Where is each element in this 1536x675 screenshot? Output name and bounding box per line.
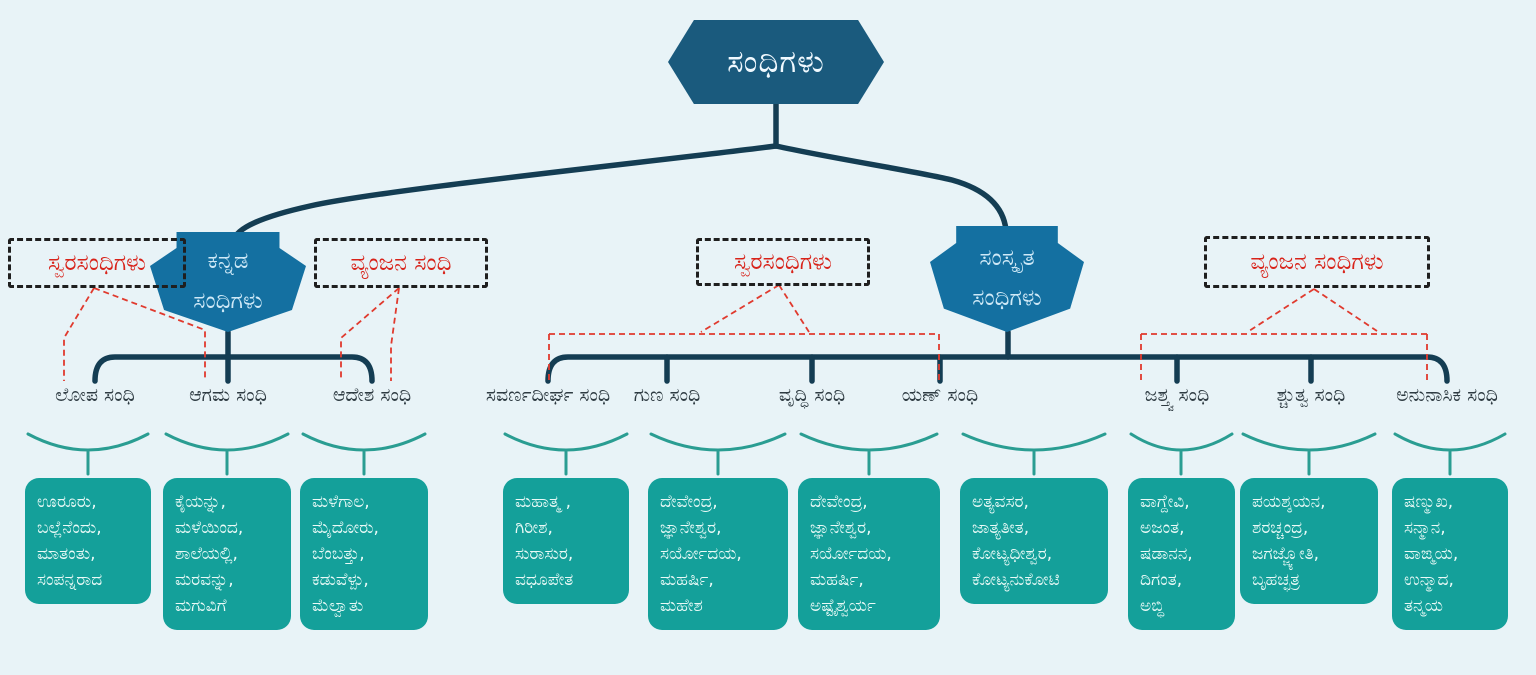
example-word-box: ಮಹಾತ್ಮ , ಗಿರೀಶ, ಸುರಾಸುರ, ವಧೂಪೇತ	[503, 478, 629, 604]
category-tag-svara-sanskrit: ಸ್ವರಸಂಧಿಗಳು	[696, 238, 870, 286]
brace-icon	[164, 432, 290, 476]
root-to-sanskrit-line	[773, 143, 1009, 233]
category-tag-vyanjana-sanskrit: ವ್ಯಂಜನ ಸಂಧಿಗಳು	[1204, 236, 1430, 288]
brace-icon	[26, 432, 150, 476]
vyanjana-kannada-dashed-link	[340, 287, 400, 381]
brace-icon	[649, 432, 787, 476]
sandhi-type-label: ಯಣ್ ಸಂಧಿ	[901, 384, 979, 406]
svara-kannada-dashed-link	[93, 287, 206, 381]
sanskrit-children-rail	[545, 354, 1450, 384]
branch-node-label-line: ಸಂಧಿಗಳು	[972, 285, 1042, 311]
sandhi-type-label: ಸವರ್ಣದೀರ್ಘ ಸಂಧಿ	[485, 384, 611, 406]
example-word-box: ದೇವೇಂದ್ರ, ಜ್ಞಾನೇಶ್ವರ, ಸರ್ಯೋದಯ, ಮಹರ್ಷಿ, ಅ…	[798, 478, 940, 630]
category-tag-label: ಸ್ವರಸಂಧಿಗಳು	[47, 250, 146, 276]
brace-icon	[799, 432, 939, 476]
example-word-box: ಷಣ್ಮುಖ, ಸನ್ಮಾನ, ವಾಙ್ಮಯ, ಉನ್ಮಾದ, ತನ್ಮಯ	[1392, 478, 1508, 630]
branch-node-label-line: ಸಂಸ್ಕೃತ	[979, 245, 1035, 272]
brace-brackets	[26, 432, 1507, 476]
example-word-box: ಊರೂರು, ಬಲ್ಲೆನೆಂದು, ಮಾತಂತು, ಸಂಪನ್ನರಾದ	[25, 478, 151, 604]
sandhi-type-label: ಲೋಪ ಸಂಧಿ	[55, 384, 135, 406]
category-tag-vyanjana-kannada: ವ್ಯಂಜನ ಸಂಧಿ	[314, 238, 488, 288]
example-word-box: ಅತ್ಯವಸರ, ಜಾತ್ಯತೀತ, ಕೋಟ್ಯಧೀಶ್ವರ, ಕೋಟ್ಯನುಕ…	[960, 478, 1108, 604]
sandhi-type-label: ಗುಣ ಸಂಧಿ	[633, 384, 701, 406]
vyanjana-sanskrit-dashed-link	[1313, 288, 1378, 332]
example-word-box: ದೇವೇಂದ್ರ, ಜ್ಞಾನೇಶ್ವರ, ಸರ್ಯೋದಯ, ಮಹರ್ಷಿ, ಮ…	[648, 478, 788, 630]
sandhi-type-label: ಆಗಮ ಸಂಧಿ	[189, 384, 267, 406]
example-word-box: ವಾಗ್ದೇವಿ, ಅಜಂತ, ಷಡಾನನ, ದಿಗಂತ, ಅಬ್ಧಿ	[1128, 478, 1235, 630]
brace-icon	[961, 432, 1107, 476]
category-tag-label: ವ್ಯಂಜನ ಸಂಧಿಗಳು	[1250, 249, 1384, 275]
category-tag-label: ವ್ಯಂಜನ ಸಂಧಿ	[350, 250, 452, 276]
brace-icon	[301, 432, 427, 476]
category-tag-label: ಸ್ವರಸಂಧಿಗಳು	[733, 249, 832, 275]
svara-sanskrit-dashed-link	[778, 284, 810, 333]
root-to-kannada-line	[231, 143, 779, 243]
sandhi-type-label: ಜಶ್ತ್ವ ಸಂಧಿ	[1144, 384, 1210, 406]
example-word-box: ಕೈಯನ್ನು, ಮಳೆಯಿಂದ, ಶಾಲೆಯಲ್ಲಿ, ಮರವನ್ನು, ಮಗ…	[163, 478, 291, 630]
vyanjana-kannada-dashed-link	[390, 287, 400, 381]
vyanjana-sanskrit-dashed-link	[1248, 288, 1315, 332]
brace-icon	[1241, 432, 1377, 476]
root-node-label: ಸಂಧಿಗಳು	[727, 43, 825, 80]
brace-icon	[503, 432, 629, 476]
category-tag-svara-kannada: ಸ್ವರಸಂಧಿಗಳು	[8, 238, 186, 288]
svara-sanskrit-dashed-link	[700, 284, 780, 333]
sandhi-type-label: ಆದೇಶ ಸಂಧಿ	[332, 384, 412, 406]
kannada-children-rail	[92, 354, 375, 384]
root-node: ಸಂಧಿಗಳು	[668, 20, 884, 104]
sandhi-type-label: ಶ್ಚುತ್ವ ಸಂಧಿ	[1276, 384, 1346, 406]
svara-kannada-dashed-link	[63, 287, 95, 381]
example-word-box: ಮಳೆಗಾಲ, ಮೈದೋರು, ಬೆಂಬತ್ತು, ಕಡುವೆಳ್ಪು, ಮೆಲ…	[300, 478, 428, 630]
sandhi-type-label: ವೃದ್ಧಿ ಸಂಧಿ	[778, 384, 846, 406]
category-dashed-lines	[63, 284, 1428, 381]
sandhi-type-label: ಅನುನಾಸಿಕ ಸಂಧಿ	[1396, 384, 1498, 406]
brace-icon	[1393, 432, 1507, 476]
brace-icon	[1129, 432, 1234, 476]
branch-node-label-line: ಕನ್ನಡ	[207, 248, 249, 275]
tree-lines	[92, 97, 1450, 384]
example-word-box: ಪಯಶ್ಶಯನ, ಶರಚ್ಚಂದ್ರ, ಜಗಜ್ಜ್ಯೋತಿ, ಬೃಹಚ್ಛತ್…	[1240, 478, 1378, 604]
branch-node-label-line: ಸಂಧಿಗಳು	[193, 288, 263, 314]
